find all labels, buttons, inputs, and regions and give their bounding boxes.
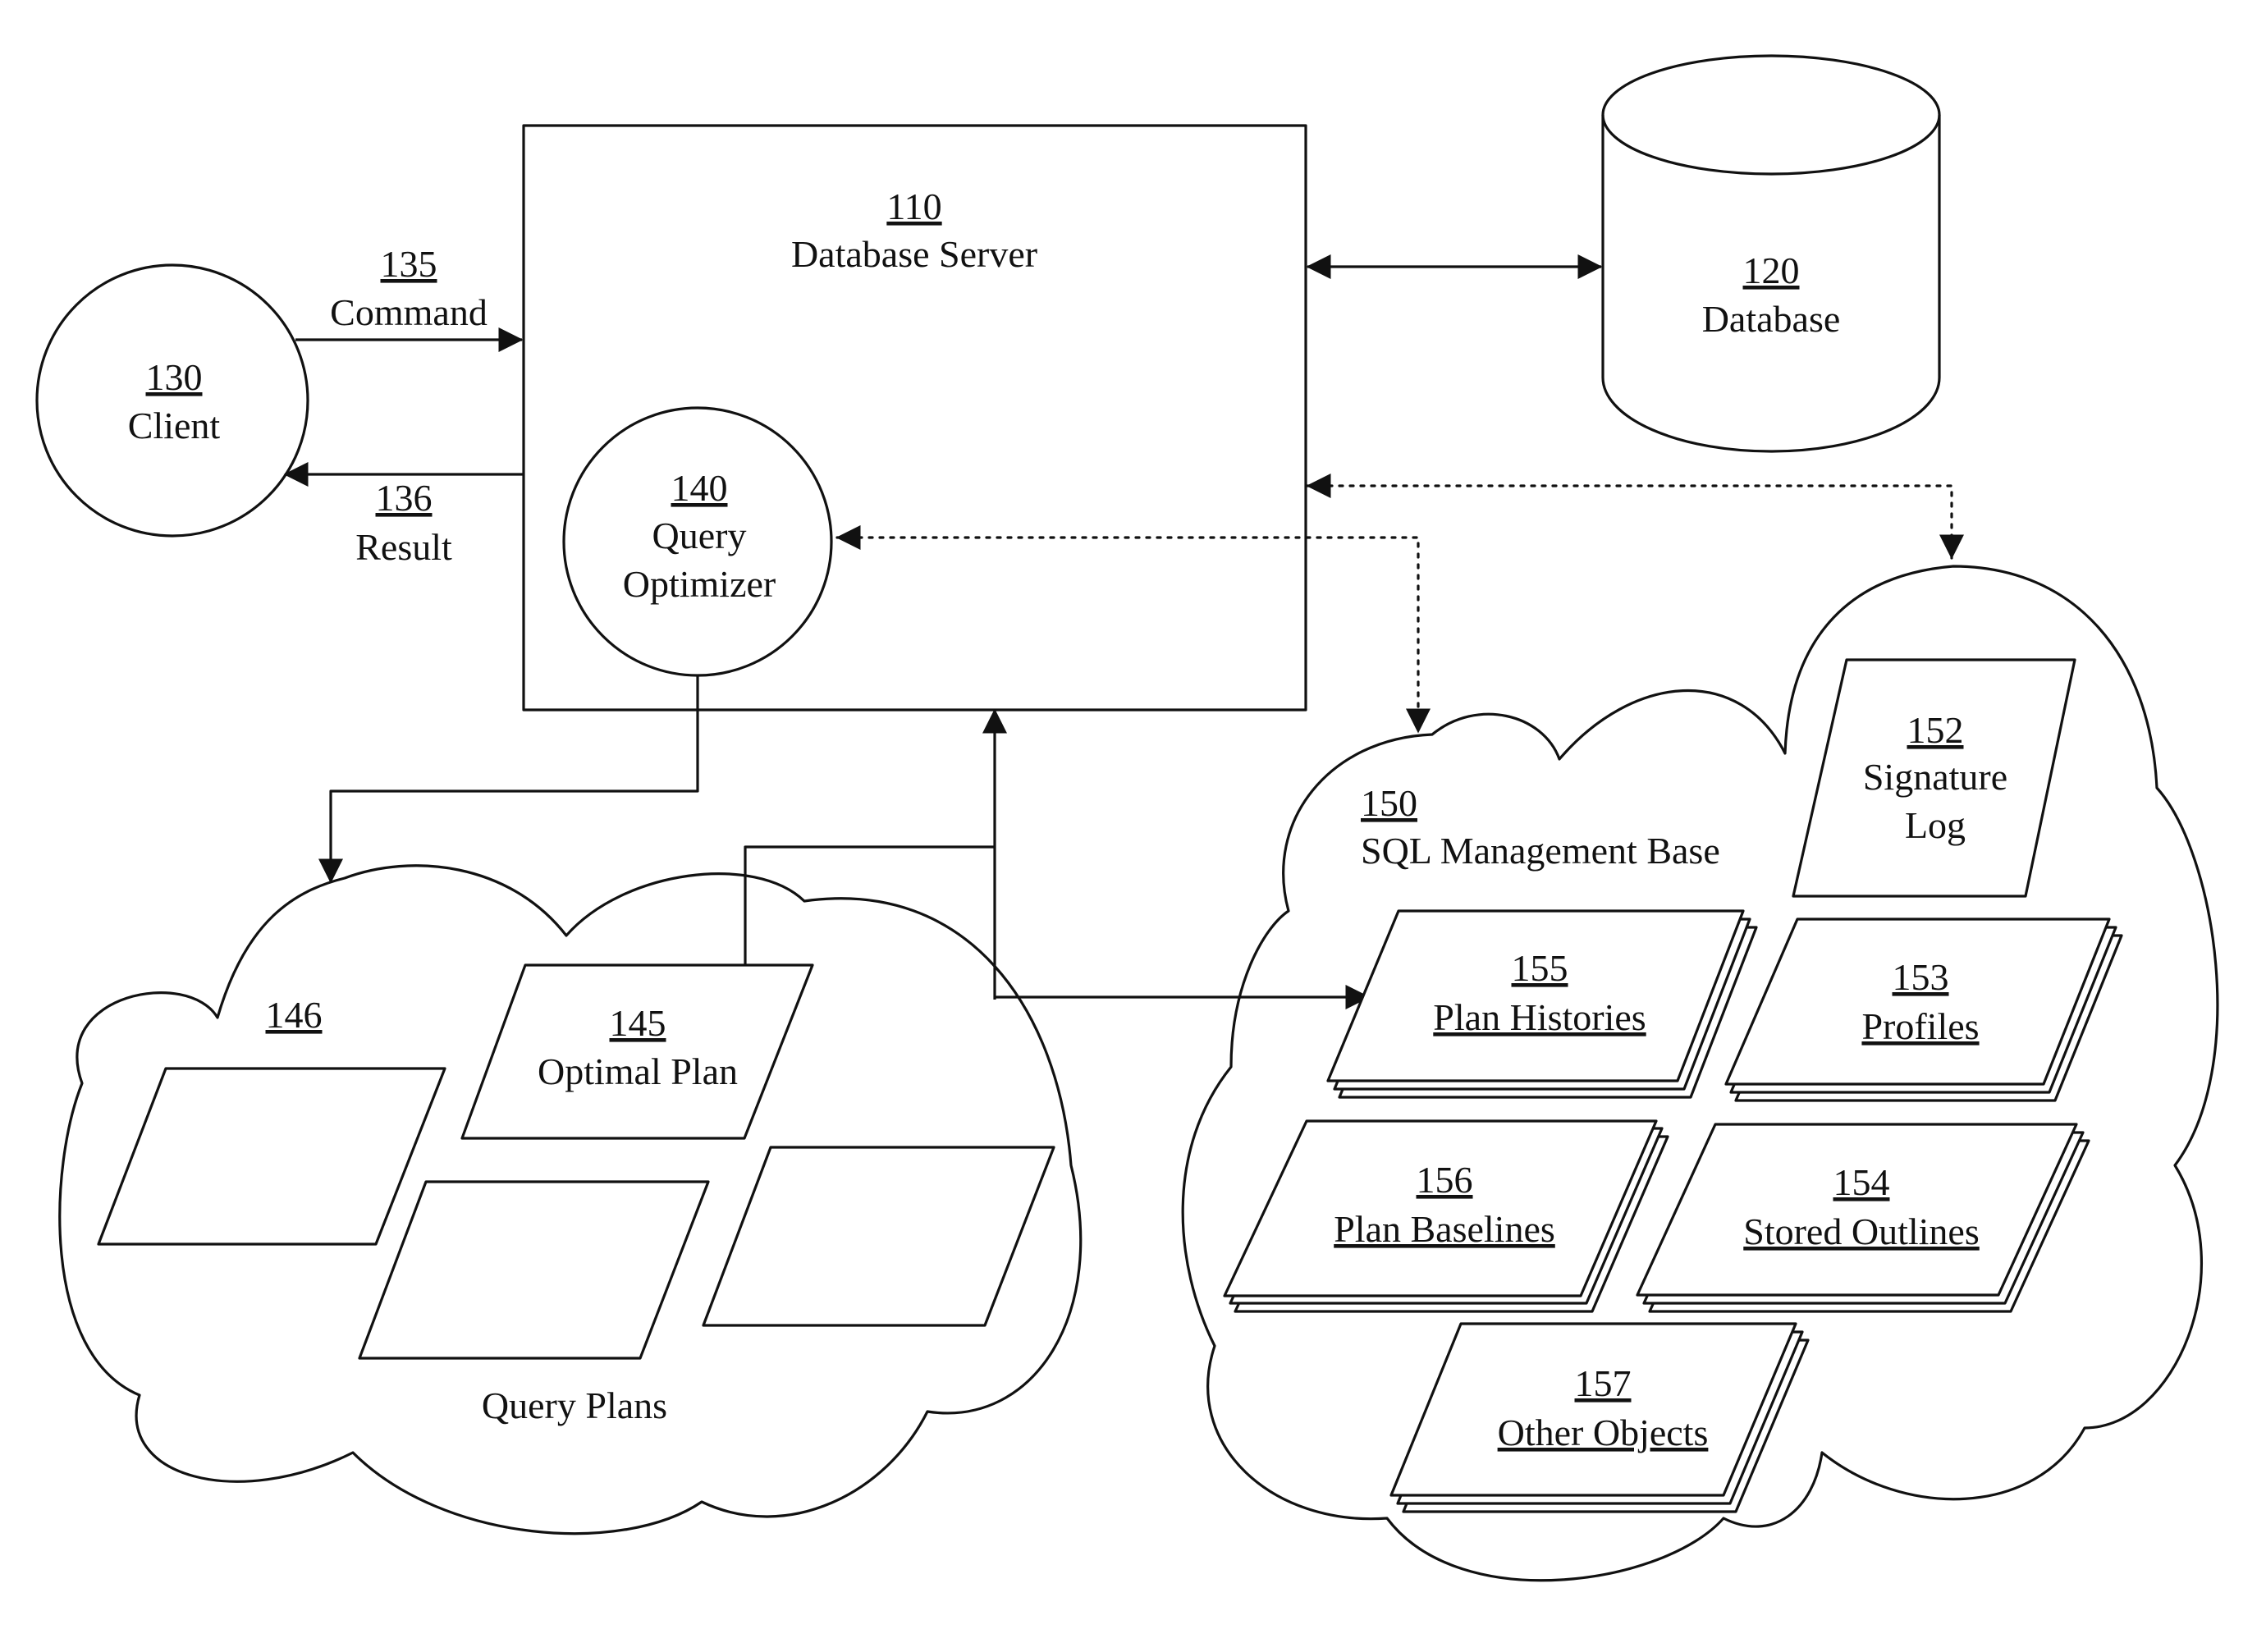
database-ref: 120 xyxy=(1743,249,1800,291)
stored-outlines-label: Stored Outlines xyxy=(1743,1210,1979,1252)
sql-management-base-cloud: 150 SQL Management Base 152 Signature Lo… xyxy=(1183,566,2218,1581)
profiles-stack: 153 Profiles xyxy=(1726,919,2122,1101)
other-objects-label: Other Objects xyxy=(1498,1412,1709,1453)
smb-label: SQL Management Base xyxy=(1361,830,1720,872)
profiles-ref: 153 xyxy=(1893,956,1949,998)
optimizer-to-plans-arrow xyxy=(331,675,698,882)
plan-baselines-stack: 156 Plan Baselines xyxy=(1225,1121,1668,1311)
query-plan-sheet-1 xyxy=(98,1069,445,1244)
client-ref: 130 xyxy=(146,356,203,398)
result-arrow: 136 Result xyxy=(285,474,524,568)
signature-log-label-1: Signature xyxy=(1863,756,2007,798)
client-label: Client xyxy=(128,405,221,446)
server-signature-dotted-arrow xyxy=(1307,486,1952,558)
query-plans-cloud: 146 Query Plans 145 Optimal Plan xyxy=(60,866,1081,1534)
optimal-plan-to-server-line xyxy=(745,847,995,965)
query-plan-sheet-2 xyxy=(359,1182,708,1358)
query-optimizer-node: 140 Query Optimizer xyxy=(564,408,831,675)
stored-outlines-stack: 154 Stored Outlines xyxy=(1637,1124,2089,1311)
profiles-label: Profiles xyxy=(1861,1005,1979,1047)
plan-histories-stack: 155 Plan Histories xyxy=(1328,911,1756,1097)
client-node: 130 Client xyxy=(37,265,308,536)
other-objects-stack: 157 Other Objects xyxy=(1391,1324,1808,1512)
plan-histories-ref: 155 xyxy=(1512,947,1568,989)
command-arrow: 135 Command xyxy=(295,243,522,340)
plan-histories-label: Plan Histories xyxy=(1433,996,1646,1038)
optimizer-ref: 140 xyxy=(671,467,728,509)
database-label: Database xyxy=(1702,298,1841,340)
signature-log-label-2: Log xyxy=(1905,804,1966,846)
database-server-box: 110 Database Server xyxy=(524,126,1306,710)
command-ref: 135 xyxy=(381,243,437,285)
plan-baselines-ref: 156 xyxy=(1417,1159,1473,1201)
plan-cloud-ref: 146 xyxy=(266,994,323,1036)
optimizer-smb-dotted-arrow xyxy=(837,538,1418,732)
plan-baselines-label: Plan Baselines xyxy=(1334,1208,1555,1250)
optimal-plan-ref: 145 xyxy=(610,1002,666,1044)
smb-ref: 150 xyxy=(1361,782,1417,824)
result-label: Result xyxy=(355,526,452,568)
optimizer-label-1: Query xyxy=(652,515,747,556)
signature-log-ref: 152 xyxy=(1907,709,1964,751)
result-ref: 136 xyxy=(376,477,433,519)
server-ref: 110 xyxy=(886,185,941,227)
database-cylinder: 120 Database xyxy=(1603,56,1939,451)
command-label: Command xyxy=(330,291,488,333)
other-objects-ref: 157 xyxy=(1575,1362,1632,1404)
optimal-plan-label: Optimal Plan xyxy=(538,1050,738,1092)
plan-cloud-label: Query Plans xyxy=(482,1384,667,1426)
server-label: Database Server xyxy=(791,233,1037,275)
query-plan-sheet-3 xyxy=(703,1147,1054,1325)
optimizer-label-2: Optimizer xyxy=(623,563,776,605)
stored-outlines-ref: 154 xyxy=(1833,1161,1890,1203)
